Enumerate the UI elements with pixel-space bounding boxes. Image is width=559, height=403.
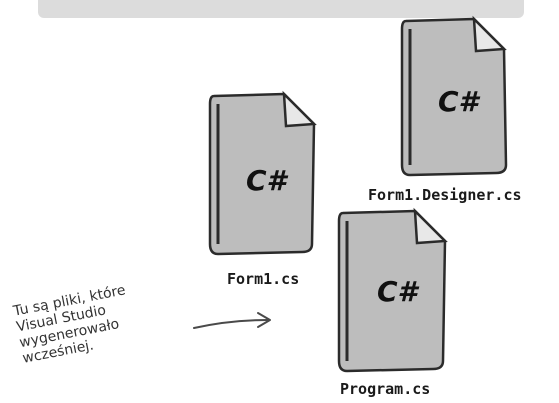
file-form1: C# — [204, 88, 320, 258]
csharp-glyph: C# — [246, 164, 289, 197]
file-label-program: Program.cs — [340, 380, 431, 398]
file-designer: C# — [396, 15, 512, 180]
csharp-glyph: C# — [438, 85, 481, 118]
annotation-note: Tu są pliki, które Visual Studio wygener… — [12, 282, 136, 367]
document-icon: C# — [337, 207, 448, 373]
csharp-glyph: C# — [377, 275, 420, 308]
file-program: C# — [333, 205, 451, 375]
arrow-right-icon — [193, 312, 271, 329]
document-icon: C# — [400, 15, 508, 177]
file-label-designer: Form1.Designer.cs — [368, 186, 522, 204]
document-icon: C# — [208, 90, 317, 256]
top-band — [38, 0, 524, 18]
file-label-form1: Form1.cs — [227, 270, 300, 288]
